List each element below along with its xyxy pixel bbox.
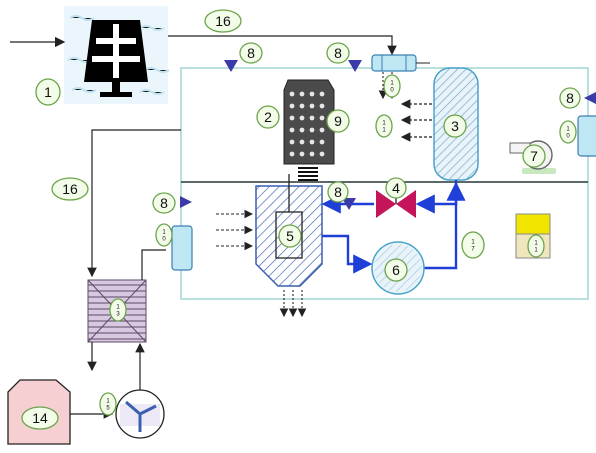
power-line-left — [87, 129, 181, 278]
label-16-badge-top — [204, 9, 242, 33]
label-11-badge-a — [375, 114, 393, 138]
label-16-top: 16 — [215, 13, 231, 29]
label-8-badge-e — [559, 87, 581, 109]
label-3: 3 — [451, 118, 459, 134]
label-8-badge-d — [152, 192, 176, 214]
label-2-badge — [256, 105, 280, 129]
pipe-tank-to-valve — [415, 180, 458, 214]
label-16-left: 16 — [62, 181, 78, 197]
marker-triangles — [180, 60, 596, 210]
label-17-badge — [461, 231, 485, 259]
label-11-badge-b — [527, 234, 545, 258]
label-8-e: 8 — [566, 90, 574, 106]
label-9-badge — [326, 109, 350, 133]
feed-arrows — [216, 209, 254, 251]
label-14: 14 — [32, 410, 48, 426]
label-3-badge — [443, 114, 467, 138]
label-2: 2 — [264, 109, 272, 125]
label-8-badge-c — [327, 181, 349, 203]
label-8-badge-b — [326, 42, 350, 64]
label-10-badge-b — [559, 120, 577, 144]
label-9: 9 — [334, 113, 342, 129]
power-line-top — [168, 35, 397, 56]
label-8-d: 8 — [160, 195, 168, 211]
label-1: 1 — [44, 84, 52, 100]
sensor-10-top — [371, 54, 430, 72]
discharge-arrows — [279, 290, 307, 318]
label-4: 4 — [392, 180, 400, 196]
label-10-badge-c — [155, 223, 173, 247]
label-15-badge — [99, 392, 117, 416]
heater-grid — [283, 79, 335, 181]
label-8-a: 8 — [247, 45, 255, 61]
vapor-arrows — [400, 99, 432, 142]
label-5-badge — [278, 224, 302, 248]
label-4-badge — [385, 177, 407, 199]
sensor-10-left — [171, 225, 193, 271]
label-13-badge — [109, 298, 127, 322]
sensor-10-right — [577, 115, 596, 157]
label-14-badge — [21, 406, 59, 430]
label-5: 5 — [286, 228, 294, 244]
label-8-c: 8 — [334, 184, 342, 200]
pipe-pump-to-tank — [424, 181, 466, 270]
blower-icon — [115, 389, 165, 439]
label-7-badge — [522, 144, 546, 168]
label-8-b: 8 — [334, 45, 342, 61]
label-10-badge-a — [383, 74, 401, 98]
hx-to-sensor-line — [141, 249, 166, 280]
pipe-reactor-to-pump — [322, 234, 373, 274]
label-6: 6 — [392, 262, 400, 278]
label-7: 7 — [530, 148, 538, 164]
label-16-badge-left — [51, 177, 89, 201]
label-6-badge — [384, 258, 408, 282]
label-8-badge-a — [239, 42, 263, 64]
label-1-badge — [35, 78, 61, 106]
solar-panel-icon — [64, 6, 170, 104]
